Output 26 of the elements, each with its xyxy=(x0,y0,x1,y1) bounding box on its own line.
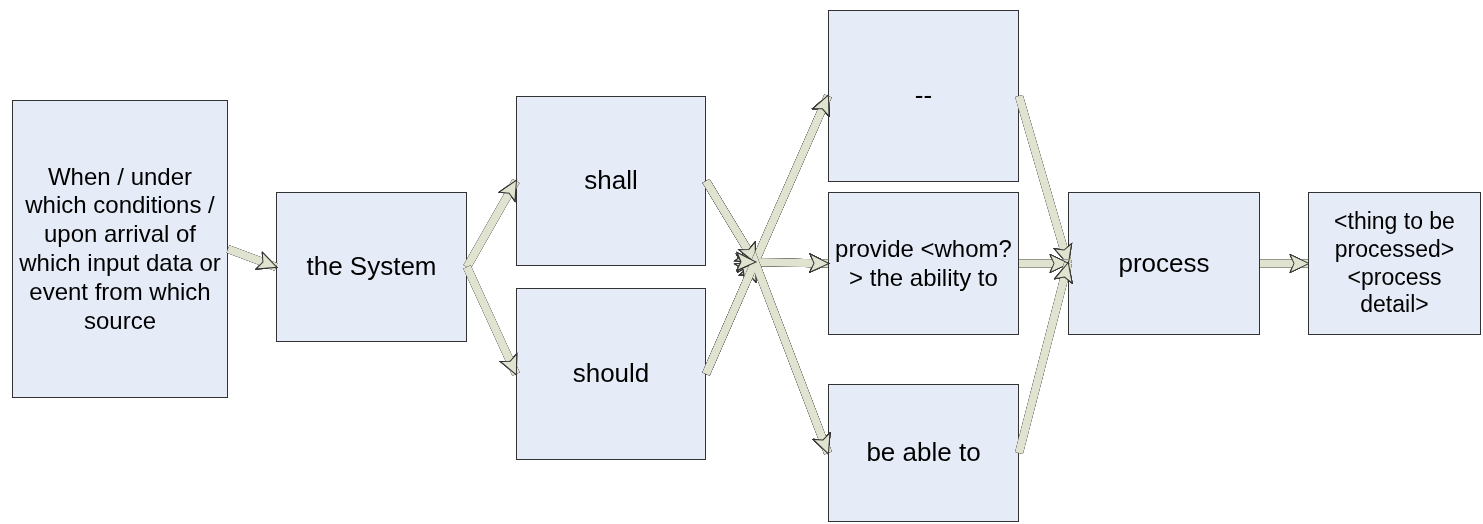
process-box xyxy=(276,192,467,342)
block-arrow xyxy=(226,245,278,271)
process-box xyxy=(828,10,1019,182)
box-label: shall xyxy=(584,165,638,197)
process-box xyxy=(516,96,706,266)
box-label: When / under which conditions / upon arrival of which input data or event from which source xyxy=(19,162,221,336)
process-box xyxy=(12,100,228,398)
block-arrow xyxy=(1015,94,1073,265)
process-box xyxy=(1068,192,1260,335)
block-arrow xyxy=(1260,254,1310,273)
block-arrow xyxy=(1015,262,1073,454)
process-box xyxy=(828,384,1019,522)
process-box xyxy=(828,192,1019,335)
box-label: <thing to be processed> <process detail> xyxy=(1333,208,1456,319)
box-label: be able to xyxy=(866,437,981,469)
block-arrow xyxy=(1019,254,1070,273)
process-box xyxy=(1308,192,1481,335)
box-label: provide <whom?> the ability to xyxy=(835,234,1012,293)
block-arrow xyxy=(463,179,520,269)
box-label: the System xyxy=(306,251,437,283)
block-arrow xyxy=(702,251,832,455)
box-label: -- xyxy=(914,80,933,112)
box-label: process xyxy=(1118,247,1210,280)
box-label: should xyxy=(572,358,650,390)
process-box xyxy=(516,288,706,460)
block-arrow xyxy=(463,265,520,376)
